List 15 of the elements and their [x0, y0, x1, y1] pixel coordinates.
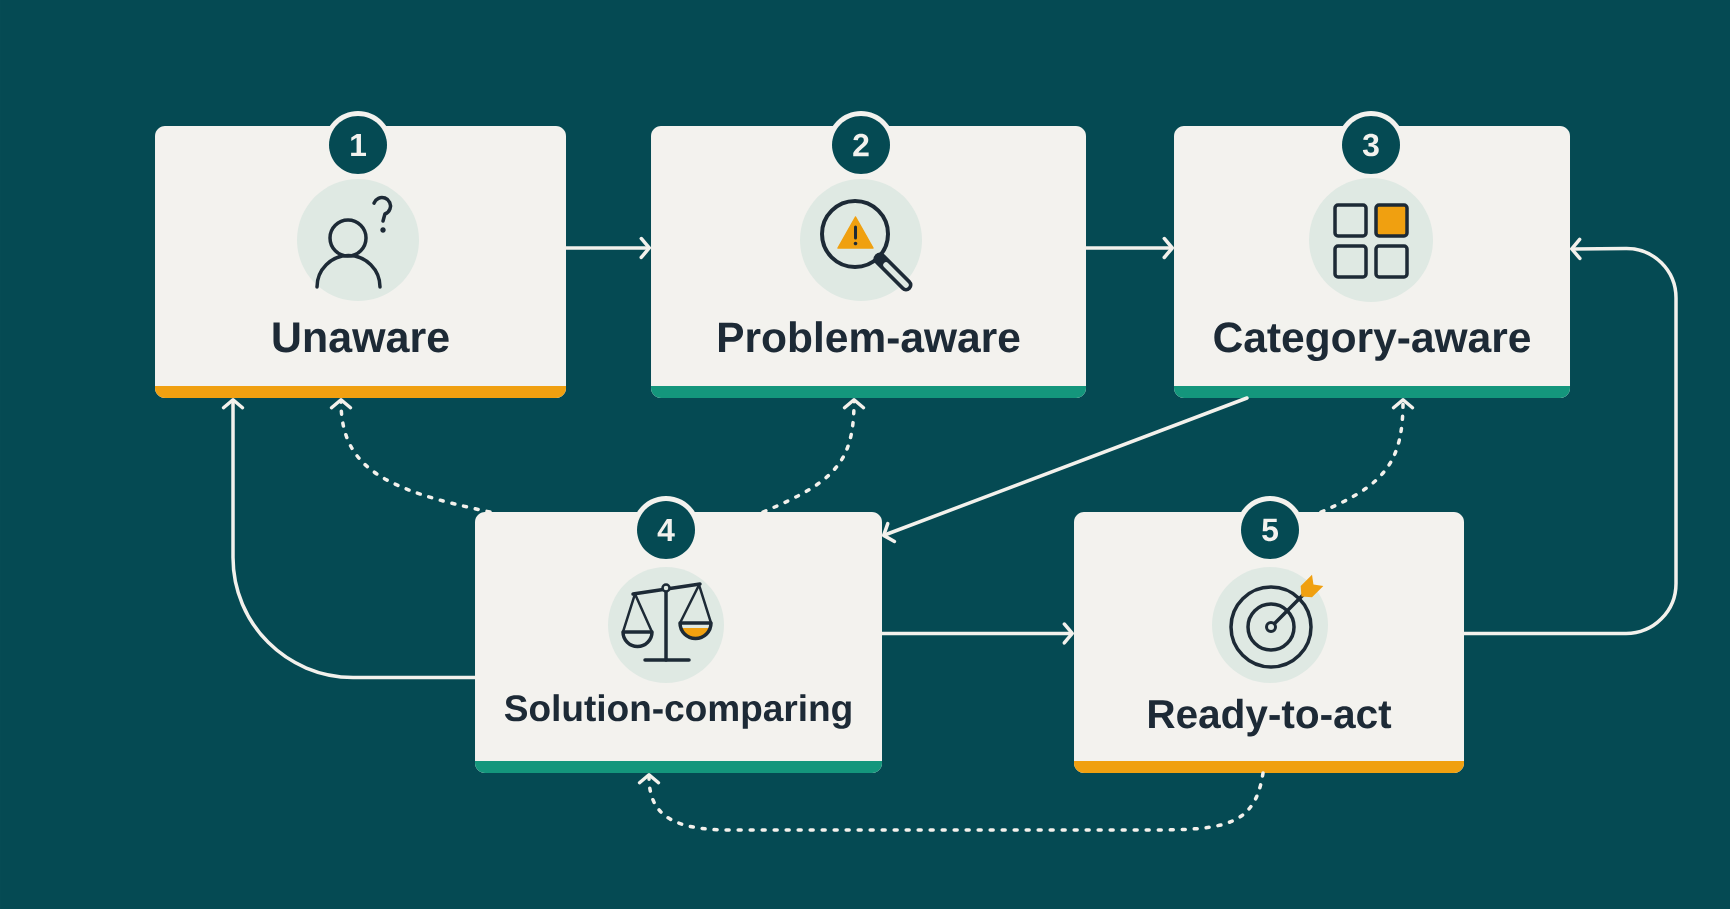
arrow [1462, 237, 1678, 636]
number-badge: 2 [827, 111, 895, 179]
number-badge: 1 [324, 111, 392, 179]
dotted-arrow [761, 398, 866, 514]
number-badge: 3 [1337, 111, 1405, 179]
dotted-arrow [637, 771, 1265, 832]
arrow [881, 396, 1249, 544]
arrow [1084, 236, 1174, 260]
dotted-arrow [329, 398, 492, 514]
dotted-arrow [1319, 398, 1415, 514]
arrow [564, 236, 651, 260]
number-badge: 4 [632, 496, 700, 564]
number-badge: 5 [1236, 496, 1304, 564]
arrow [880, 622, 1074, 645]
arrow [221, 398, 477, 680]
